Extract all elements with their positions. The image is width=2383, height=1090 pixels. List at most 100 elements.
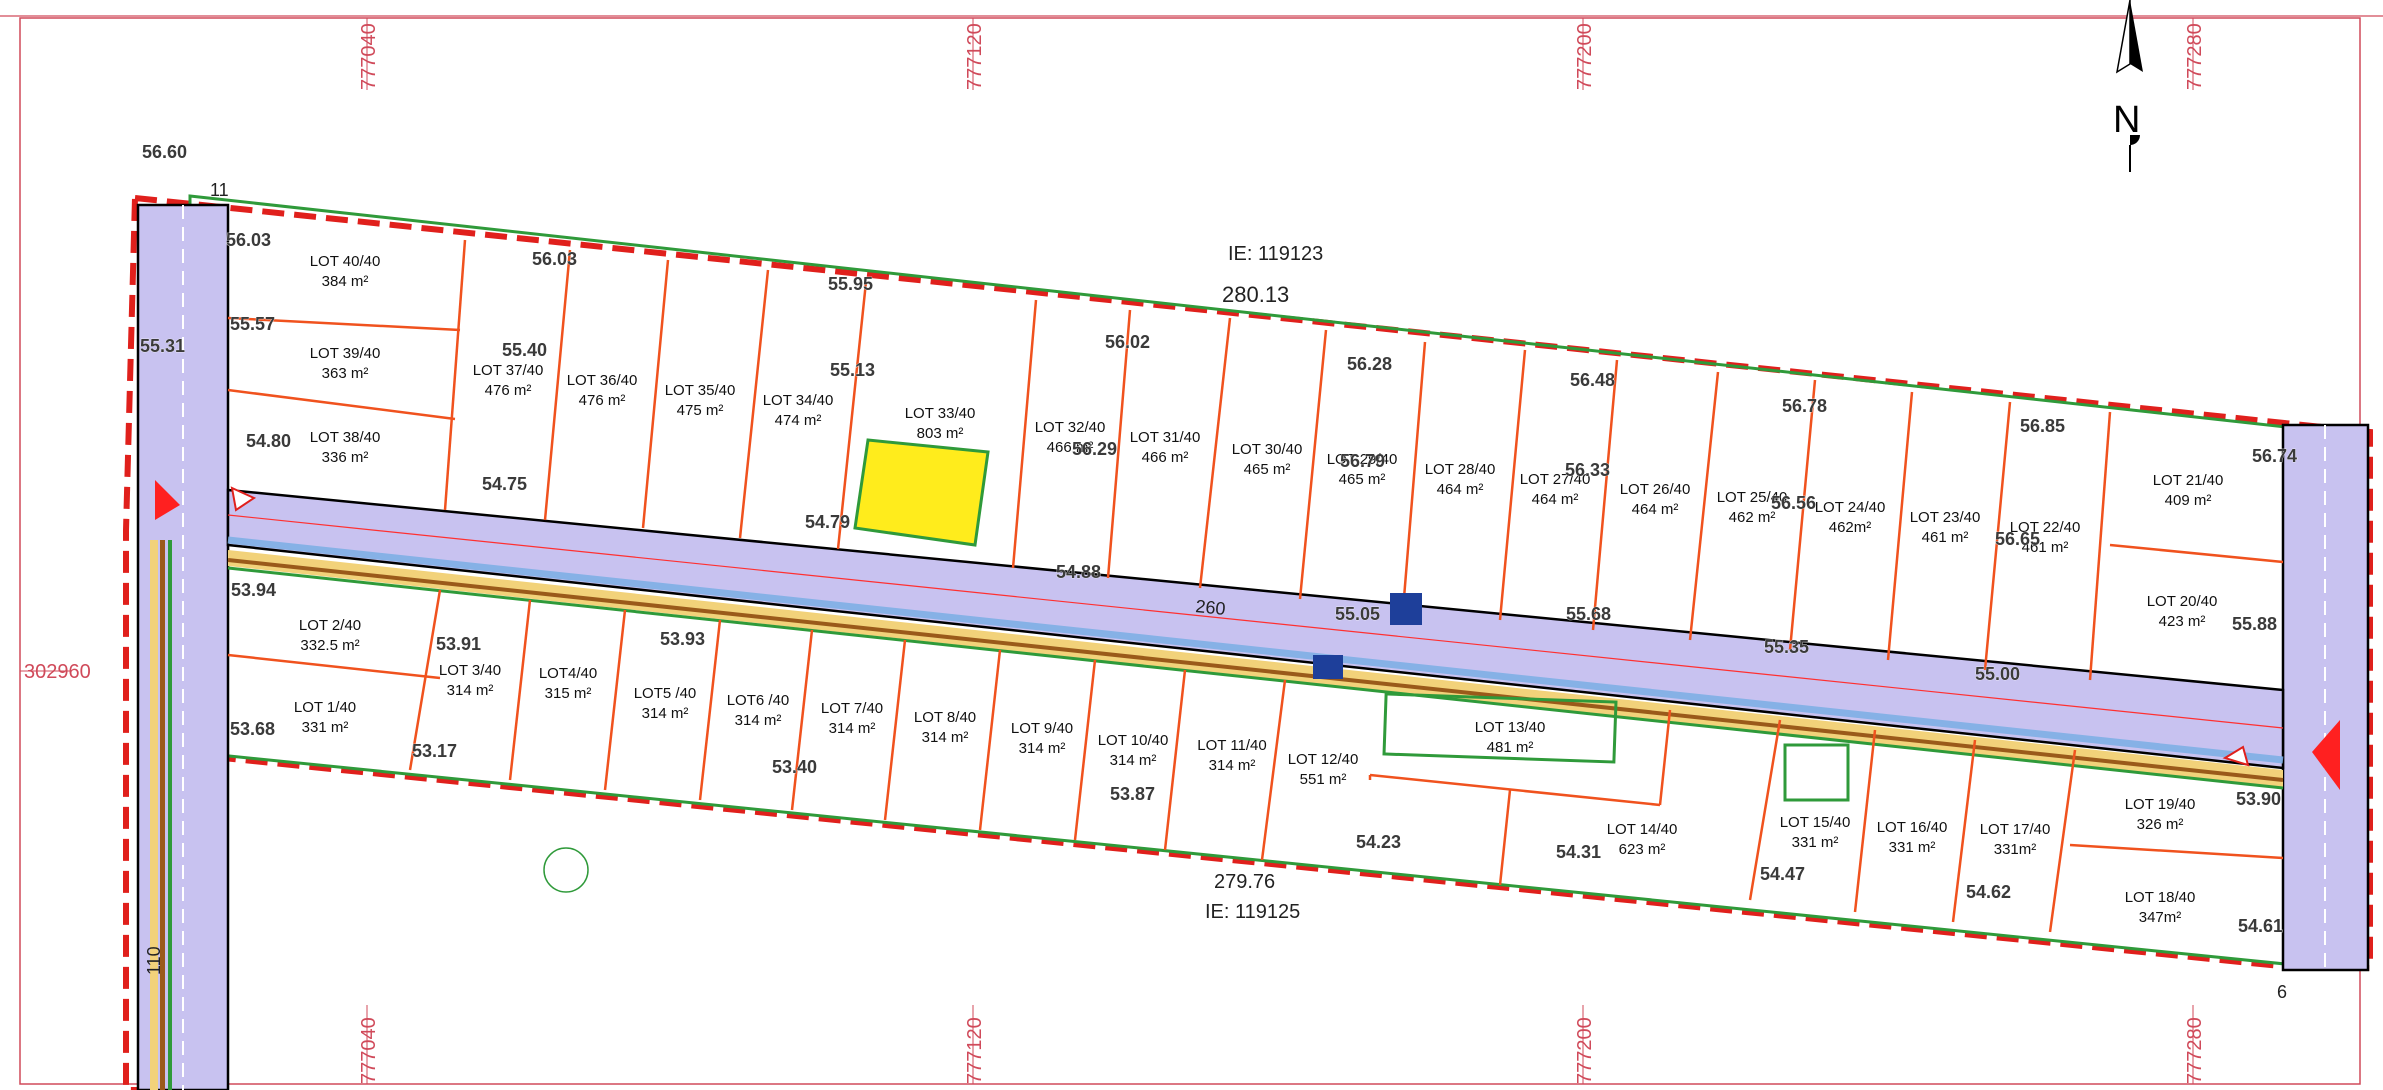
lot-32-area: 466 m² [1047,439,1094,456]
elevation-label: 53.68 [230,719,275,739]
north-arrow: N [2113,0,2143,172]
grid-label-x1-top: 777040 [358,23,380,90]
elevation-label: 56.56 [1771,493,1816,513]
elevation-label: 54.88 [1056,562,1101,582]
site-boundary [123,194,2373,1090]
building-footprint-lot15 [1783,743,1850,802]
north-label: N [2113,99,2140,141]
lot-4-name: LOT4/40 [539,665,597,682]
grid-label-x2-top: 777120 [964,23,986,90]
lot-8-area: 314 m² [922,729,969,746]
dim-south-label: 279.76 [1214,871,1275,893]
lot-6-area: 314 m² [735,712,782,729]
lot-21-name: LOT 21/40 [2153,472,2224,489]
building-footprint-lot13 [1382,692,1618,764]
lot-1-area: 331 m² [302,719,349,736]
elevation-label: 56.74 [2252,446,2297,466]
lot-11-name: LOT 11/40 [1197,737,1267,754]
lot-35-area: 475 m² [677,402,724,419]
lot-2-area: 332.5 m² [300,637,359,654]
lot-8-name: LOT 8/40 [914,709,976,726]
lot-15-area: 331 m² [1792,834,1839,851]
lot-5-name: LOT5 /40 [634,685,697,702]
lot-12-area: 551 m² [1300,771,1347,788]
survey-marker [543,847,589,893]
lot-36-area: 476 m² [579,392,626,409]
elevation-label: 56.79 [1340,451,1385,471]
lot-18-name: LOT 18/40 [2125,889,2196,906]
lot-24-name: LOT 24/40 [1815,499,1886,516]
lot-26-area: 464 m² [1632,501,1679,518]
road-length-main: 260 [1195,596,1227,619]
lot-1-name: LOT 1/40 [294,699,356,716]
lot-17-name: LOT 17/40 [1980,821,2051,838]
elevation-label: 55.31 [140,336,185,356]
lot-20-name: LOT 20/40 [2147,593,2218,610]
lot-9-name: LOT 9/40 [1011,720,1073,737]
lot-20-area: 423 m² [2159,613,2206,630]
elevation-label: 55.35 [1764,637,1809,657]
lot-40-name: LOT 40/40 [310,253,381,270]
elevation-label: 56.28 [1347,354,1392,374]
lot-38-area: 336 m² [322,449,369,466]
lot-38-name: LOT 38/40 [310,429,381,446]
lot-3-name: LOT 3/40 [439,662,501,679]
lot-28-area: 464 m² [1437,481,1484,498]
lot-7-area: 314 m² [829,720,876,737]
lot-19-name: LOT 19/40 [2125,796,2196,813]
elevation-label: 54.75 [482,474,527,494]
lot-35-name: LOT 35/40 [665,382,736,399]
lot-30-area: 465 m² [1244,461,1291,478]
lot-24-area: 462m² [1829,519,1872,536]
elevation-label: 56.29 [1072,439,1117,459]
elevation-label: 56.02 [1105,332,1150,352]
lot-4-area: 315 m² [545,685,592,702]
lot-16-area: 331 m² [1889,839,1936,856]
lot-37-name: LOT 37/40 [473,362,544,379]
elevation-label: 54.31 [1556,842,1601,862]
lot-22-name: LOT 22/40 [2010,519,2081,536]
lot-34-name: LOT 34/40 [763,392,834,409]
lot-16-name: LOT 16/40 [1877,819,1948,836]
lot-18-area: 347m² [2139,909,2182,926]
lot-26-name: LOT 26/40 [1620,481,1691,498]
lot-32-name: LOT 32/40 [1035,419,1106,436]
lot-39-name: LOT 39/40 [310,345,381,362]
elevation-label: 56.33 [1565,460,1610,480]
elevation-label: 54.79 [805,512,850,532]
elevation-label: 55.68 [1566,604,1611,624]
lot-10-area: 314 m² [1110,752,1157,769]
lot-39-area: 363 m² [322,365,369,382]
lot-12-name: LOT 12/40 [1288,751,1359,768]
lot-27-name: LOT 27/40 [1520,471,1591,488]
lot-14-area: 623 m² [1619,841,1666,858]
lot-15-name: LOT 15/40 [1780,814,1851,831]
elevation-label: 54.23 [1356,832,1401,852]
lot-34-area: 474 m² [775,412,822,429]
grid-label-x2-bottom: 777120 [964,1017,986,1084]
elevation-label: 55.95 [828,274,873,294]
ie-south-label: IE: 119125 [1205,901,1300,923]
elevation-label: 53.17 [412,741,457,761]
road-length-side: 110 [144,946,164,975]
elevation-label: 54.61 [2238,916,2283,936]
elevation-label: 53.93 [660,629,705,649]
lot-11-area: 314 m² [1209,757,1256,774]
lot-7-name: LOT 7/40 [821,700,883,717]
grid-label-x3-bottom: 777200 [1574,1017,1596,1084]
elevation-labels: 56.60 56.03 56.03 55.95 55.57 55.31 55.4… [140,142,2298,937]
lot-25-name: LOT 25/40 [1717,489,1788,506]
south-lot-lines [227,589,2284,933]
lot-3-area: 314 m² [447,682,494,699]
lot-33-area: 803 m² [917,425,964,442]
elevation-label: 53.87 [1110,784,1155,804]
lot-19-area: 326 m² [2137,816,2184,833]
lot-2-name: LOT 2/40 [299,617,361,634]
elevation-label: 55.00 [1975,664,2020,684]
reserved-area-highlight [853,438,990,547]
lot-22-area: 461 m² [2022,539,2069,556]
lot-40-area: 384 m² [322,273,369,290]
elevation-label: 55.57 [230,314,275,334]
elevation-label: 55.40 [502,340,547,360]
lot-6-name: LOT6 /40 [727,692,790,709]
